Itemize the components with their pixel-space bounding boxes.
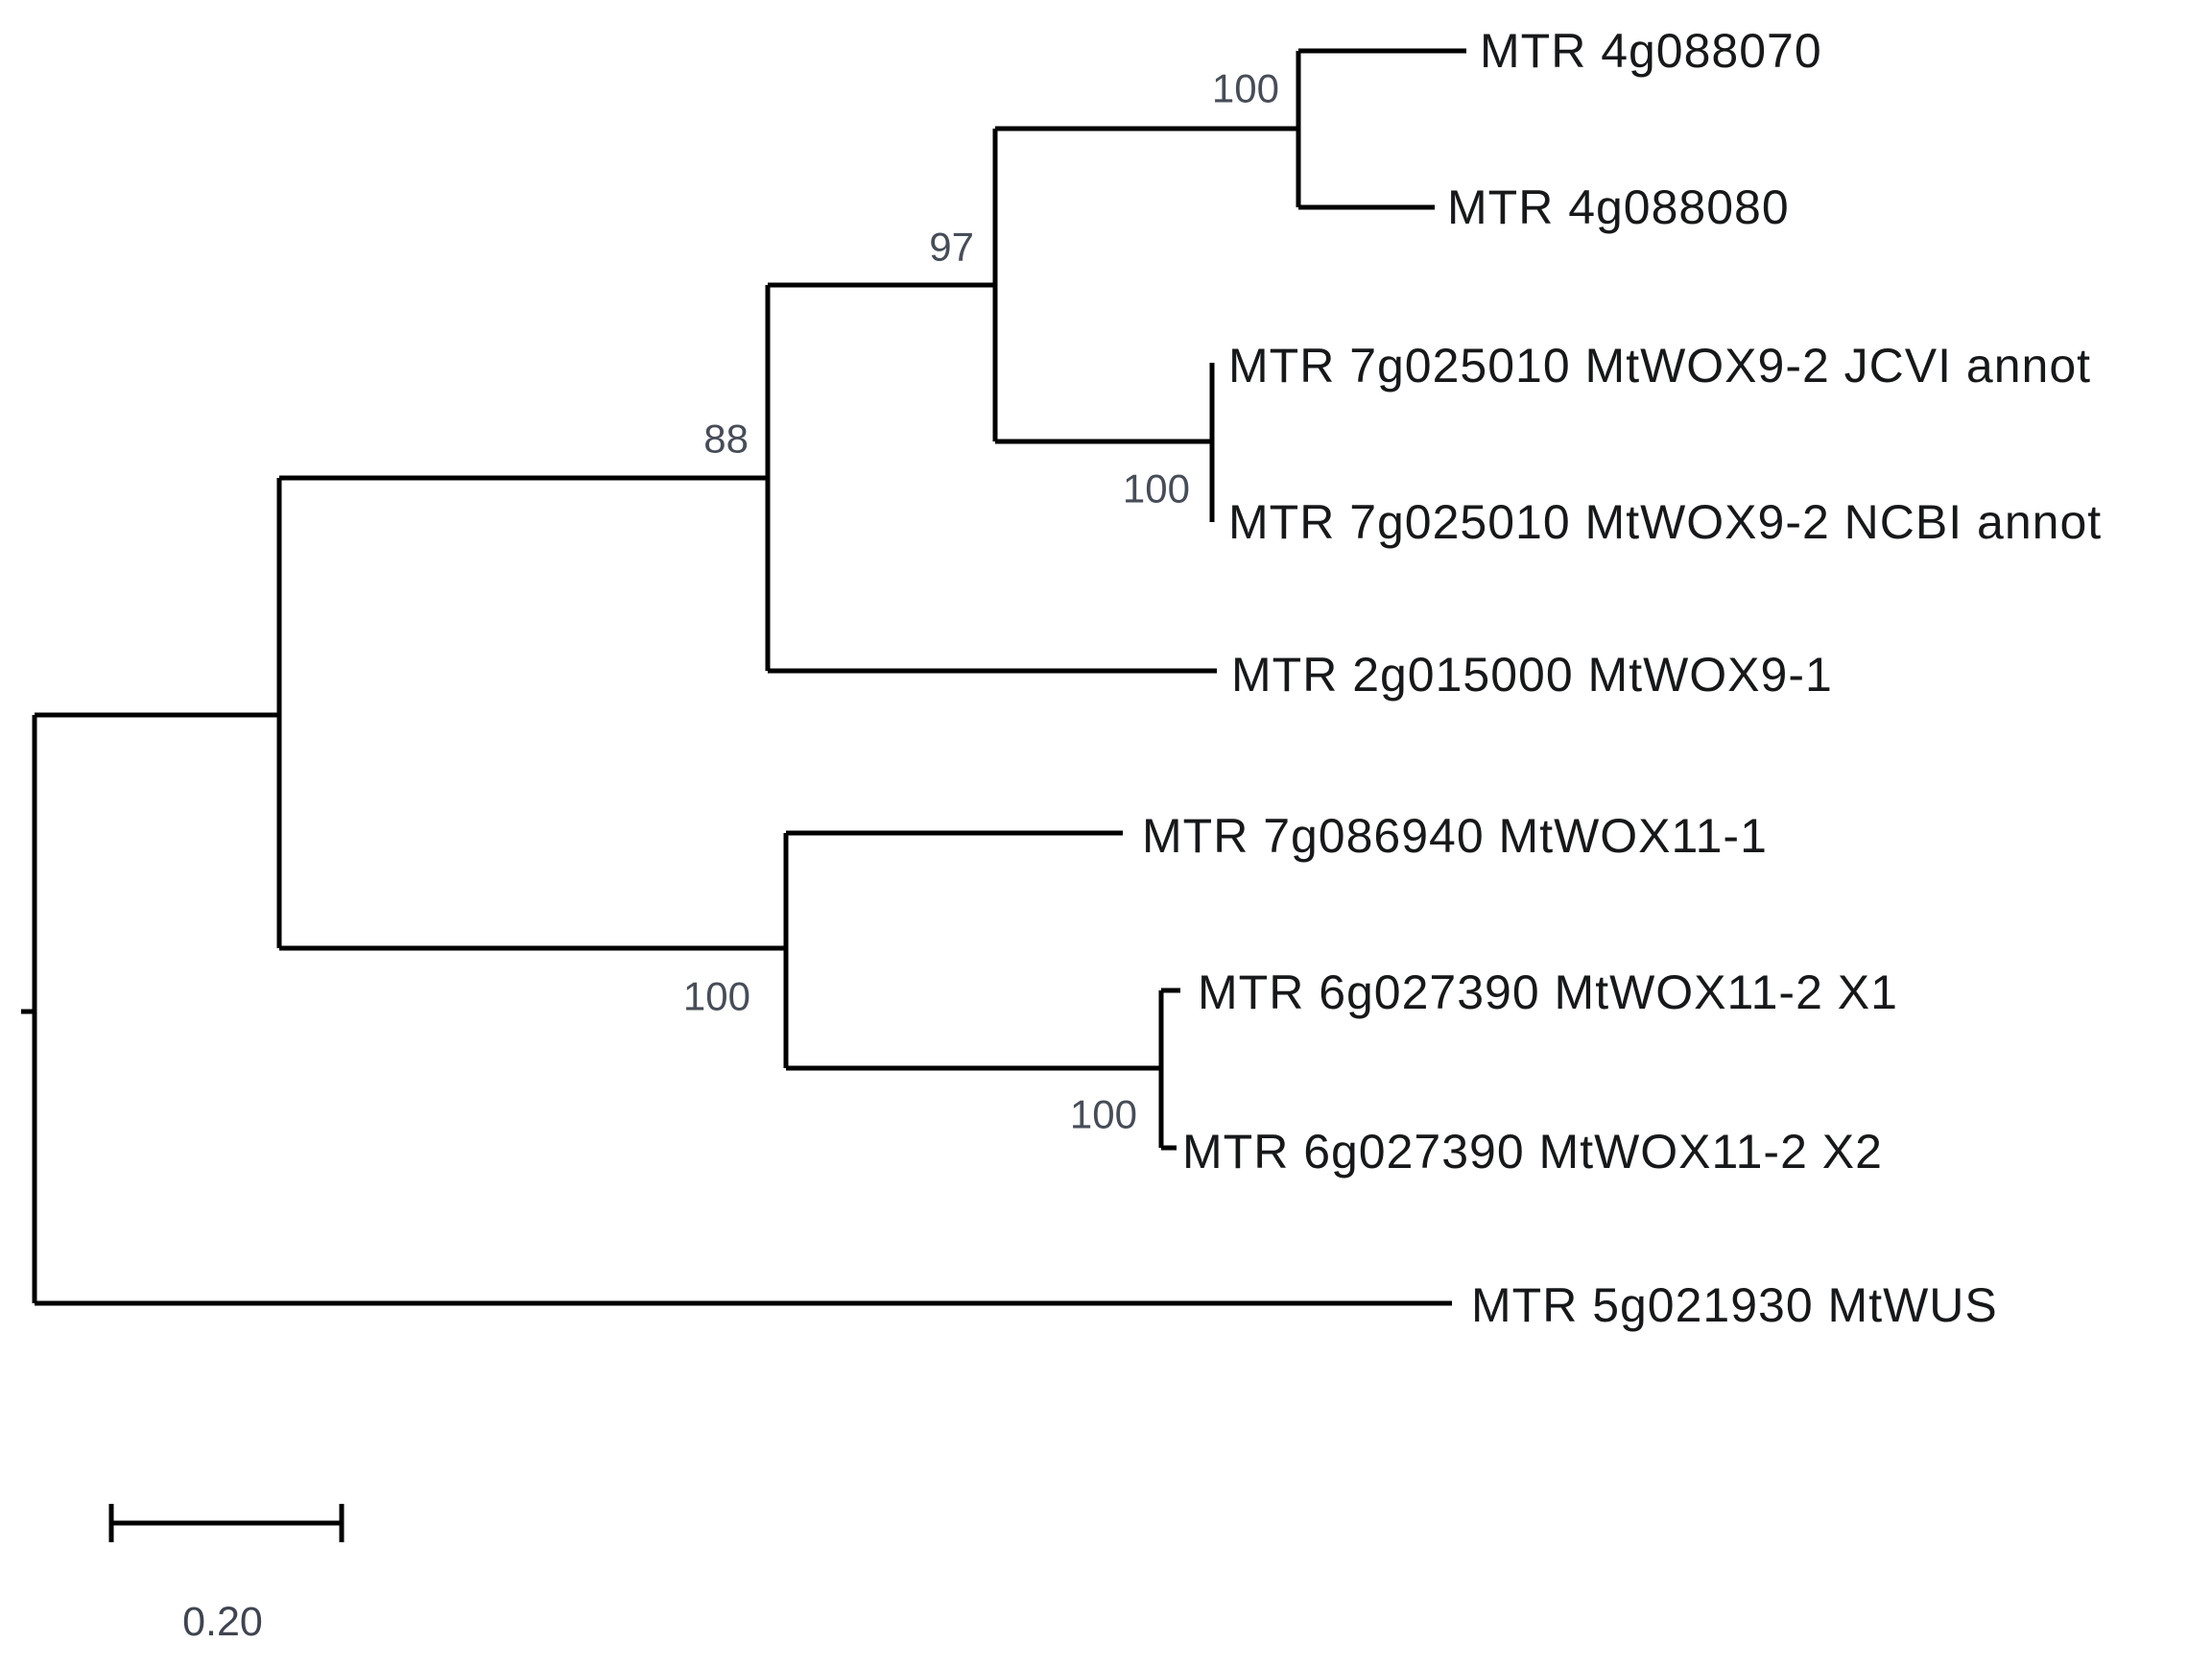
taxon-label: MTR 6g027390 MtWOX11-2 X1 [1198,965,1898,1019]
scale-bar: 0.20 [108,1504,345,1645]
taxon-label: MTR 7g086940 MtWOX11-1 [1142,809,1768,863]
taxon-label: MTR 7g025010 MtWOX9-2 NCBI annot [1228,495,2102,549]
taxon-label: MTR 7g025010 MtWOX9-2 JCVI annot [1228,339,2091,393]
taxon-label: MTR 4g088070 [1480,24,1822,78]
bootstrap-value: 100 [1212,66,1279,111]
bootstrap-value: 100 [1070,1092,1137,1137]
bootstrap-support-values: 100 97 100 88 100 100 [683,66,1279,1137]
taxon-label: MTR 6g027390 MtWOX11-2 X2 [1182,1125,1883,1179]
bootstrap-value: 97 [929,225,974,270]
scale-bar-label: 0.20 [182,1599,263,1645]
taxon-label: MTR 2g015000 MtWOX9-1 [1231,648,1833,702]
bootstrap-value: 100 [683,974,750,1019]
tree-branches [21,48,1466,1306]
bootstrap-value: 100 [1123,466,1190,512]
taxon-label: MTR 5g021930 MtWUS [1471,1278,1998,1332]
taxon-label: MTR 4g088080 [1447,180,1790,234]
bootstrap-value: 88 [703,417,749,462]
